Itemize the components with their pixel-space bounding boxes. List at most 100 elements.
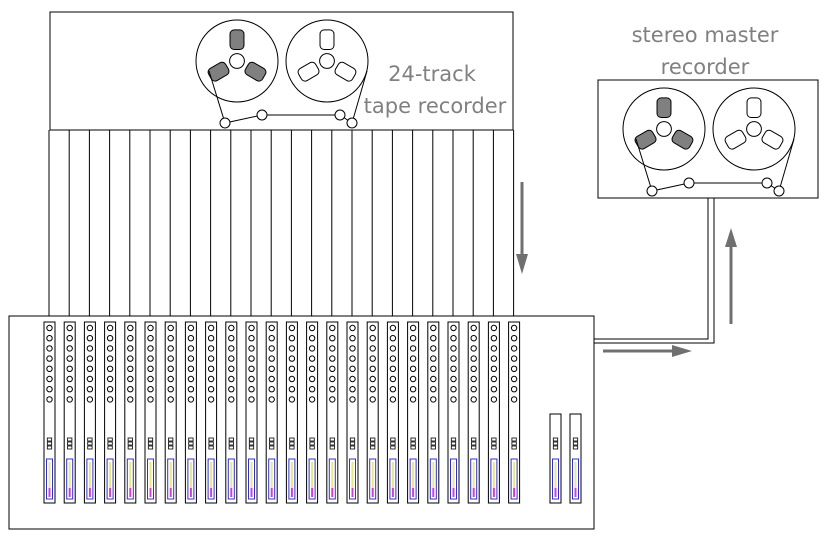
channel-strip-body — [265, 321, 278, 504]
knob — [349, 396, 356, 403]
knob — [248, 324, 255, 332]
knob — [430, 386, 437, 393]
switch — [370, 441, 376, 446]
knob — [106, 324, 114, 332]
multitrack-takeup-reel-spoke — [297, 61, 320, 82]
master-tape-path — [635, 138, 795, 192]
knob — [450, 345, 457, 352]
flow-arrow-up — [725, 228, 737, 324]
knob — [510, 324, 518, 332]
channel-strip-body — [427, 321, 440, 504]
switch — [248, 441, 255, 446]
switch — [491, 445, 497, 450]
switch — [471, 437, 477, 442]
switch — [107, 445, 113, 450]
switch — [572, 441, 579, 446]
channel-strip — [43, 321, 56, 504]
channel-strip-body — [63, 321, 76, 504]
knob — [430, 345, 437, 352]
switch — [511, 445, 517, 450]
channel-strip-body — [508, 321, 521, 504]
knob — [86, 386, 94, 393]
channel-strip — [285, 321, 298, 504]
switch — [430, 437, 436, 442]
knob — [228, 324, 235, 332]
master-takeup-reel-spoke — [746, 97, 762, 119]
switch — [67, 445, 73, 450]
knob — [106, 386, 114, 393]
knob — [127, 345, 134, 352]
channel-strip-body — [225, 321, 238, 504]
channel-strip — [386, 321, 399, 504]
knob — [187, 386, 195, 393]
switch — [228, 437, 234, 442]
knob — [207, 355, 215, 362]
multitrack-supply-reel-spoke — [244, 61, 267, 82]
channel-strip — [447, 321, 460, 504]
knob — [308, 345, 316, 352]
knob — [127, 396, 134, 403]
switch — [430, 445, 436, 450]
knob — [167, 335, 174, 342]
channel-strip — [346, 321, 359, 504]
switch — [46, 441, 53, 446]
knob — [66, 345, 73, 352]
knob — [389, 365, 397, 372]
knob — [66, 375, 73, 383]
knob — [147, 324, 154, 332]
knob — [106, 396, 114, 403]
knob — [187, 324, 195, 332]
knob — [490, 365, 498, 372]
knob — [46, 324, 53, 332]
master-channel-strip — [569, 413, 582, 504]
knob — [470, 345, 477, 352]
knob — [86, 375, 94, 383]
multitrack-tape-transport — [195, 19, 369, 129]
channel-strip — [184, 321, 197, 504]
switch — [269, 441, 275, 446]
knob — [308, 335, 316, 342]
knob — [288, 386, 296, 393]
knob — [510, 365, 518, 372]
channel-strip-body — [43, 321, 56, 504]
switch — [370, 437, 376, 442]
knob — [167, 355, 174, 362]
multitrack-pinch-roller — [346, 117, 358, 129]
knob — [470, 396, 477, 403]
knob — [369, 386, 376, 393]
switch — [67, 437, 73, 442]
knob — [450, 355, 457, 362]
knob — [510, 375, 518, 383]
channel-strip — [144, 321, 157, 504]
switch — [450, 437, 457, 442]
knob — [207, 365, 215, 372]
switch — [168, 441, 174, 446]
knob — [268, 386, 275, 393]
channel-strip-body — [366, 321, 379, 504]
knob — [430, 324, 437, 332]
switch — [471, 445, 477, 450]
switch — [552, 437, 559, 442]
channel-strip-body — [164, 321, 177, 504]
multitrack-takeup-reel-spoke — [319, 29, 335, 51]
knob — [228, 396, 235, 403]
master-supply-reel-spoke — [656, 97, 672, 119]
switch — [67, 441, 73, 446]
knob — [308, 324, 316, 332]
knob — [66, 365, 73, 372]
knob — [167, 375, 174, 383]
knob — [490, 375, 498, 383]
multitrack-tape-head — [256, 109, 268, 121]
switch — [572, 437, 579, 442]
knob — [329, 345, 336, 352]
switch — [329, 441, 335, 446]
knob — [308, 355, 316, 362]
knob — [288, 396, 296, 403]
switch — [127, 445, 133, 450]
knob — [389, 355, 397, 362]
knob — [369, 396, 376, 403]
switch — [552, 441, 559, 446]
channel-strip-body — [285, 321, 298, 504]
multitrack-capstan — [334, 109, 346, 121]
switch — [87, 445, 93, 450]
